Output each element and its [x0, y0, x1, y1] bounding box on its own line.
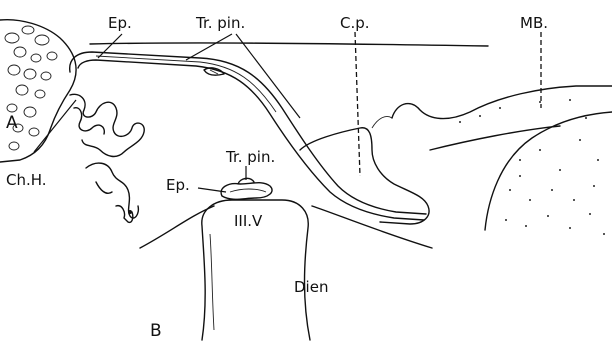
label-dien: Dien [294, 278, 328, 296]
leader-cp [355, 32, 360, 176]
label-a: A [6, 113, 18, 133]
label-cp: C.p. [340, 14, 370, 32]
roof-line [90, 43, 488, 46]
label-tr-pin-top: Tr. pin. [195, 14, 245, 32]
label-ch-h: Ch.H. [6, 171, 47, 189]
label-third-ventricle: III.V [234, 212, 263, 230]
midbrain-mass [392, 86, 612, 235]
label-ep-b: Ep. [166, 176, 190, 194]
part-a-drawing [0, 20, 612, 235]
diencephalon-outline [140, 206, 432, 248]
label-ep-top: Ep. [108, 14, 132, 32]
label-mb: MB. [520, 14, 548, 32]
leader-tr-pin-top-2 [236, 34, 300, 118]
label-tr-pin-b: Tr. pin. [225, 148, 275, 166]
left-tissue-mass [0, 20, 76, 162]
chorioid-folds [70, 94, 144, 222]
leader-tr-pin-top-1 [186, 34, 232, 60]
leader-ch-h [34, 100, 76, 152]
label-b: B [150, 321, 162, 341]
leader-ep-top [98, 34, 122, 58]
